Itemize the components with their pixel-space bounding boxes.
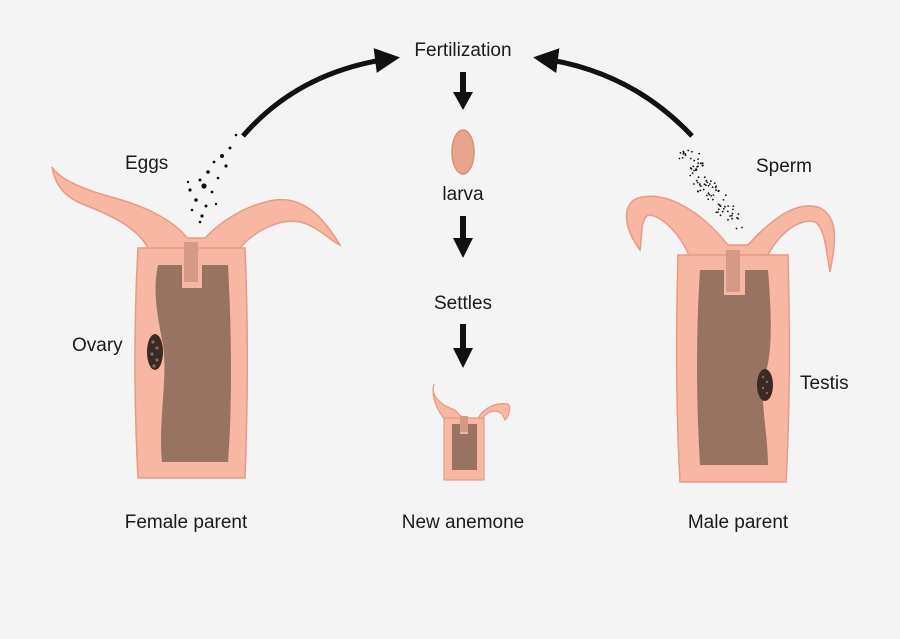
sperm-label: Sperm <box>756 156 812 177</box>
ovary-label: Ovary <box>72 335 123 356</box>
new-anemone-gut <box>452 424 477 470</box>
female-parent-label: Female parent <box>124 512 248 533</box>
female-parent-anemone <box>51 166 342 479</box>
new-anemone-pharynx <box>460 416 468 432</box>
settles-label: Settles <box>433 293 493 314</box>
sperm-icon <box>678 149 743 230</box>
male-parent-label: Male parent <box>687 512 789 533</box>
male-gut-cavity <box>697 270 771 465</box>
larva-label: larva <box>442 184 484 205</box>
female-pharynx <box>184 242 198 282</box>
fertilization-label: Fertilization <box>414 40 512 61</box>
male-pharynx <box>726 250 740 292</box>
male-tentacles <box>625 195 836 273</box>
testis-texture <box>761 375 769 395</box>
ovary-texture <box>150 340 159 368</box>
eggs-to-fertilization-arrow <box>241 48 400 138</box>
sperm-to-fertilization-arrow <box>533 48 694 138</box>
female-gut-cavity <box>155 265 231 462</box>
eggs-icon <box>186 133 238 224</box>
larva-icon <box>451 129 475 175</box>
female-tentacles <box>51 166 342 253</box>
fertilization-to-larva-arrow <box>453 72 473 110</box>
new-anemone-label: New anemone <box>401 512 525 533</box>
male-parent-anemone <box>625 195 836 483</box>
testis-icon <box>757 369 773 401</box>
larva-to-settles-arrow <box>453 216 473 258</box>
testis-label: Testis <box>800 373 849 394</box>
new-anemone-icon <box>432 383 511 481</box>
settles-to-new-anemone-arrow <box>453 324 473 368</box>
eggs-label: Eggs <box>125 153 169 174</box>
ovary-icon <box>147 334 163 370</box>
